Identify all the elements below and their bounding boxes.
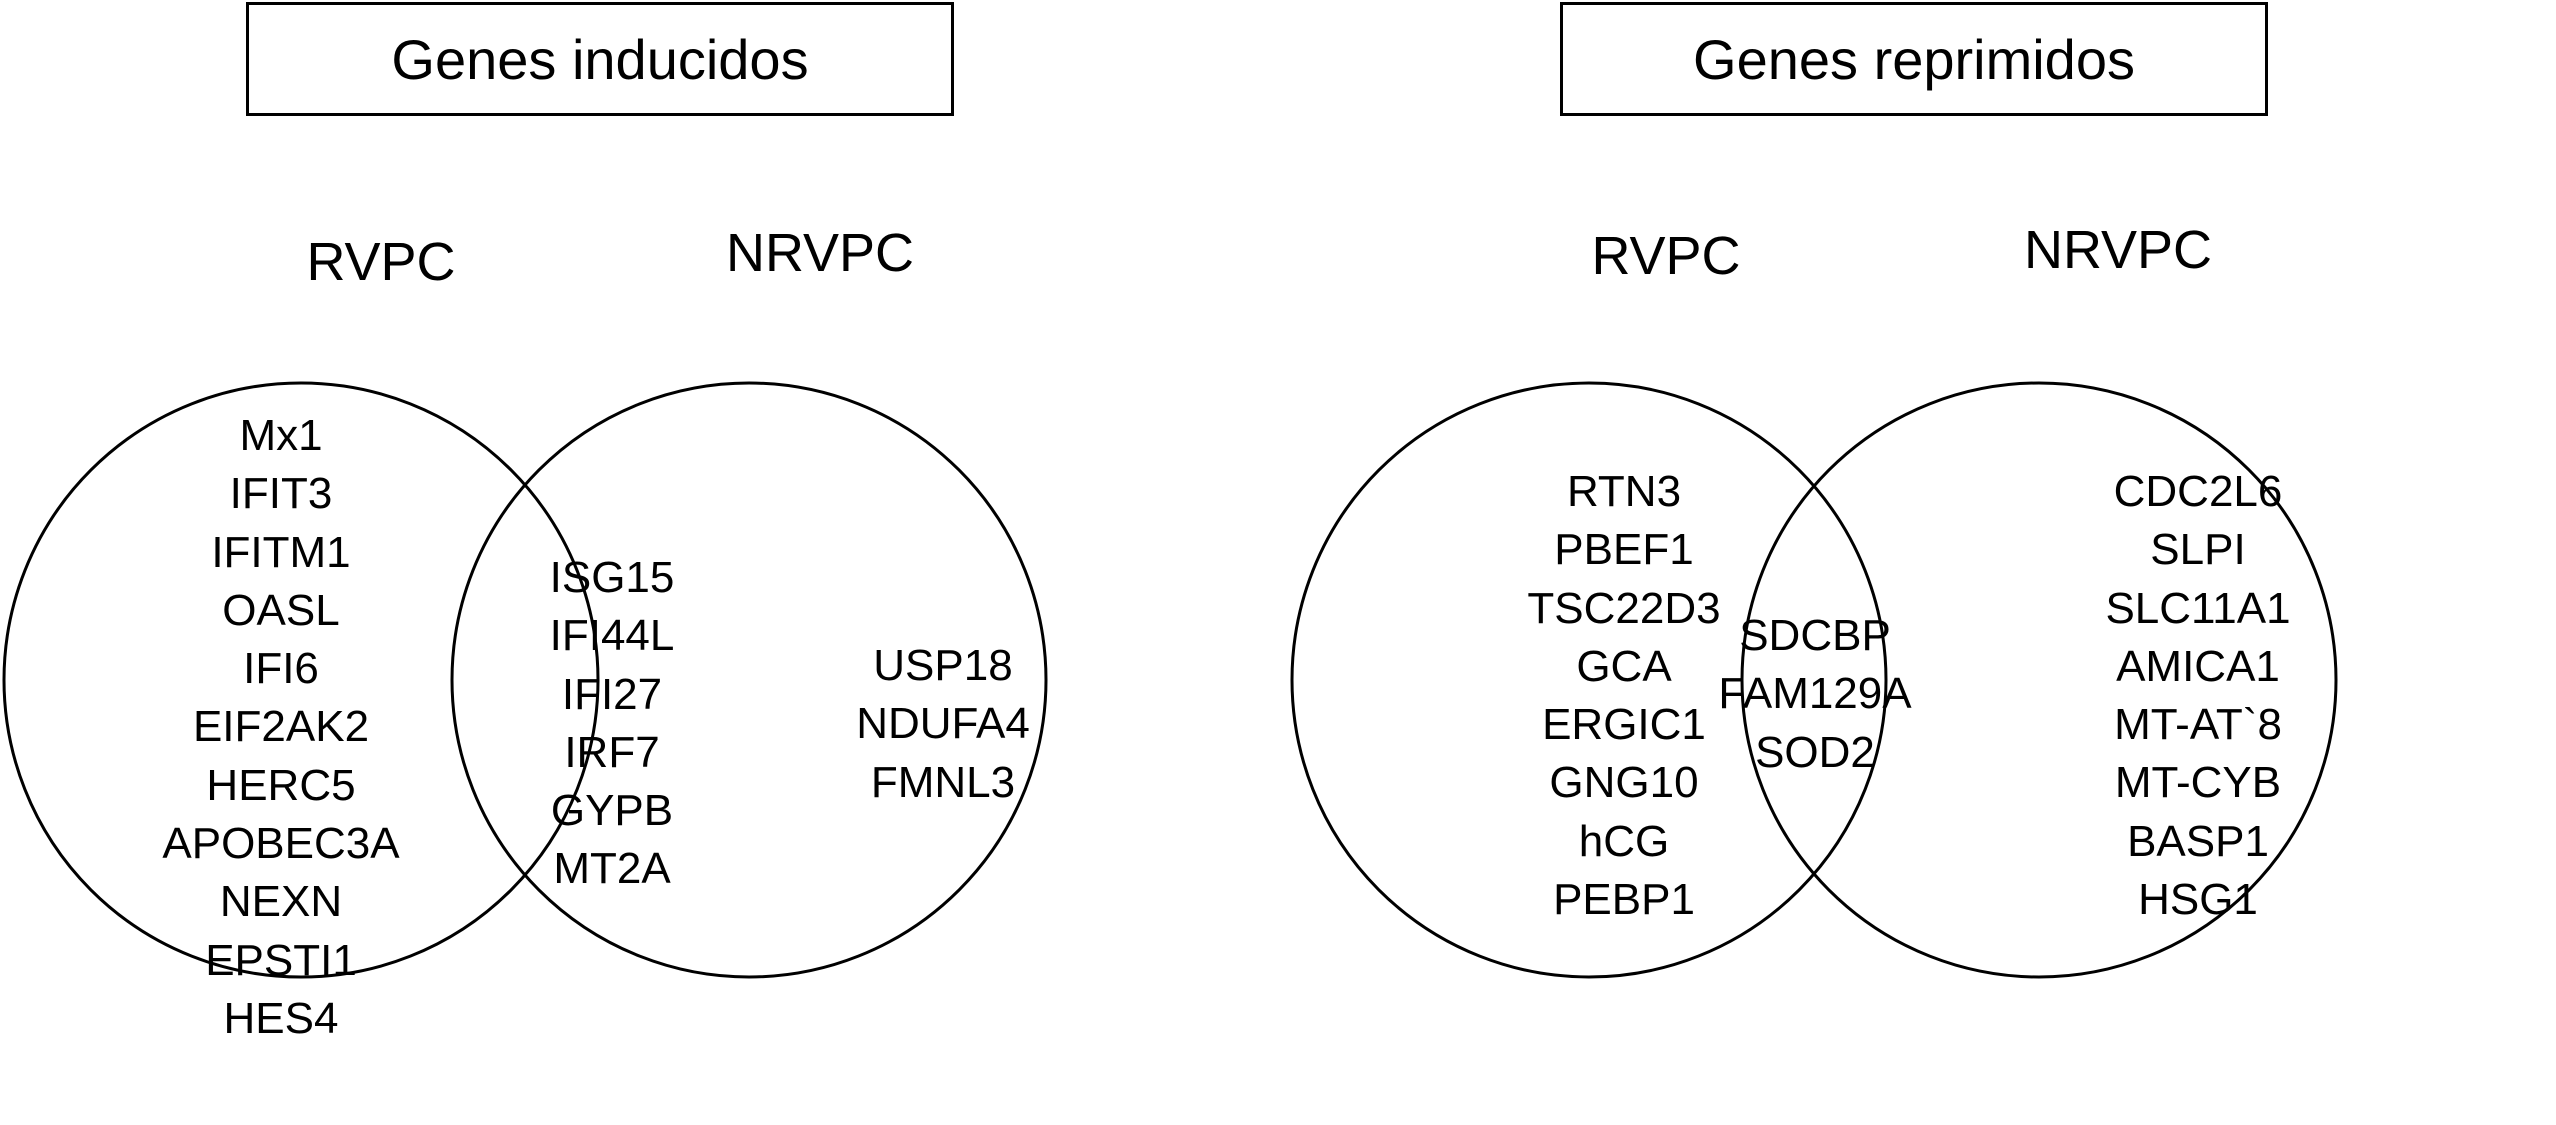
gene-label: GYPB [550, 786, 674, 836]
induced-nrvpc-circle [450, 381, 1048, 979]
induced-nrvpc-label: NRVPC [725, 223, 915, 283]
gene-label: SLPI [2150, 525, 2246, 575]
induced-rvpc-label: RVPC [306, 232, 456, 292]
gene-label: AMICA1 [2116, 641, 2280, 691]
gene-label: APOBEC3A [162, 819, 400, 869]
gene-label: hCG [1578, 816, 1670, 866]
induced-rvpc-circle [2, 381, 600, 979]
repressed-rvpc-only-list: RTN3 PBEF1 TSC22D3 GCA ERGIC1 GNG10 hCG … [1527, 463, 1720, 929]
gene-label: MT2A [553, 844, 671, 894]
gene-label: EPSTI1 [205, 935, 357, 985]
gene-label: IRF7 [564, 727, 660, 777]
repressed-shared-list: SDCBP FAM129A SOD2 [1718, 607, 1911, 782]
gene-label: SLC11A1 [2105, 583, 2291, 633]
gene-label: IFI27 [561, 669, 663, 719]
gene-label: MT-AT`8 [2114, 700, 2282, 750]
gene-label: USP18 [873, 641, 1013, 690]
gene-label: GNG10 [1549, 758, 1699, 808]
induced-rvpc-only-list: Mx1 IFIT3 IFITM1 OASL IFI6 EIF2AK2 HERC5… [162, 407, 399, 1048]
gene-label: GCA [1576, 641, 1672, 691]
repressed-nrvpc-circle [1740, 381, 2338, 979]
gene-label: IFI6 [243, 644, 319, 694]
gene-label: HERC5 [206, 760, 356, 810]
gene-label: Mx1 [239, 411, 323, 460]
gene-label: CDC2L6 [2113, 467, 2283, 516]
gene-label: IFITM1 [211, 527, 351, 577]
repressed-nrvpc-label: NRVPC [2023, 220, 2213, 280]
repressed-nrvpc-only-list: CDC2L6 SLPI SLC11A1 AMICA1 MT-AT`8 MT-CY… [2105, 463, 2290, 929]
gene-label: PEBP1 [1553, 875, 1695, 925]
repressed-panel-title: Genes reprimidos [1560, 2, 2268, 116]
gene-label: TSC22D3 [1527, 583, 1721, 633]
gene-label: EIF2AK2 [192, 702, 370, 752]
gene-label: ERGIC1 [1542, 700, 1706, 750]
gene-label: RTN3 [1566, 467, 1682, 516]
gene-label: HES4 [223, 993, 339, 1043]
gene-label: MT-CYB [2114, 758, 2282, 808]
induced-shared-list: ISG15 IFI44L IFI27 IRF7 GYPB MT2A [550, 549, 675, 899]
gene-label: FMNL3 [870, 757, 1016, 807]
gene-label: SOD2 [1755, 727, 1875, 777]
gene-label: SDCBP [1739, 611, 1891, 660]
gene-label: PBEF1 [1554, 525, 1694, 575]
gene-label: IFI44L [549, 611, 675, 661]
gene-label: NDUFA4 [856, 699, 1030, 749]
gene-label: FAM129A [1718, 669, 1912, 719]
gene-label: ISG15 [549, 553, 675, 602]
repressed-rvpc-label: RVPC [1591, 226, 1741, 286]
induced-nrvpc-only-list: USP18 NDUFA4 FMNL3 [856, 637, 1030, 812]
gene-label: HSG1 [2138, 875, 2258, 925]
gene-label: IFIT3 [229, 469, 333, 519]
gene-label: NEXN [219, 877, 343, 927]
repressed-rvpc-circle [1290, 381, 1888, 979]
gene-label: OASL [222, 585, 340, 635]
gene-label: BASP1 [2127, 816, 2269, 866]
induced-panel-title: Genes inducidos [246, 2, 954, 116]
